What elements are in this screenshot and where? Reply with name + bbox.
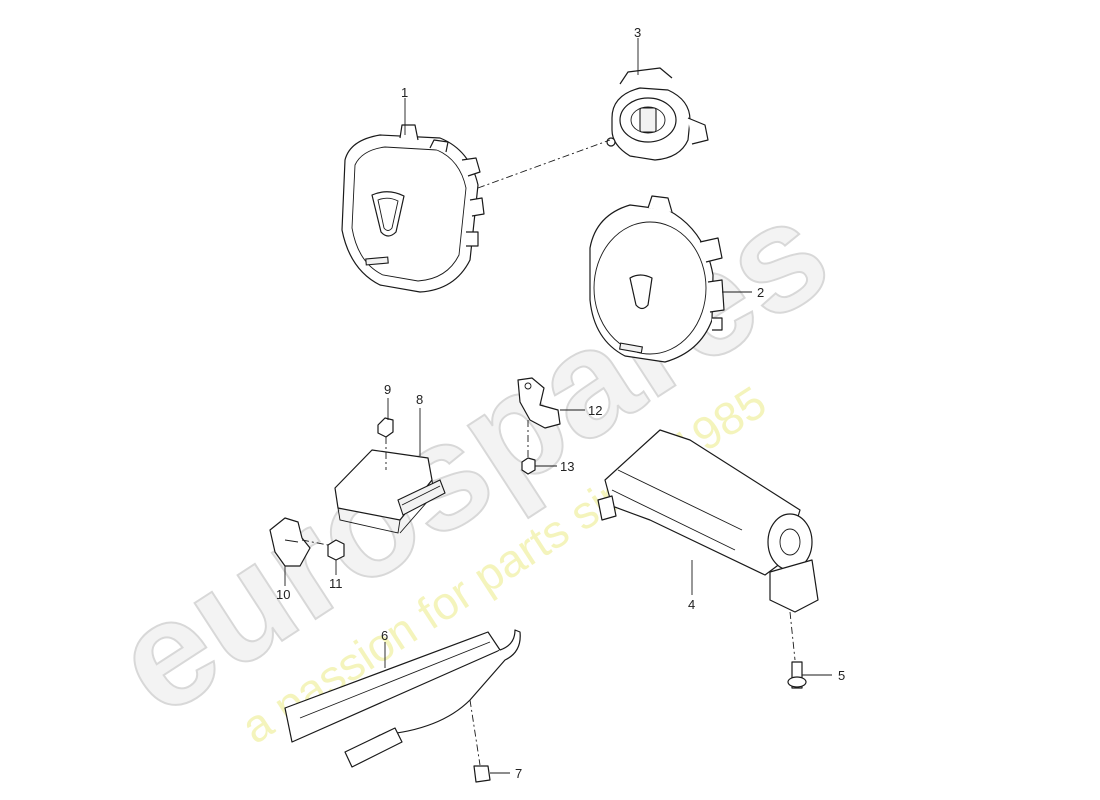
callout-4: 4 xyxy=(688,597,695,612)
part-clock-spring xyxy=(606,67,709,161)
part-passenger-airbag xyxy=(589,195,725,363)
callout-1: 1 xyxy=(401,85,408,100)
part-control-unit xyxy=(334,449,446,534)
callout-6: 6 xyxy=(381,628,388,643)
callout-9: 9 xyxy=(384,382,391,397)
callout-7: 7 xyxy=(515,766,522,781)
callout-11: 11 xyxy=(329,576,343,591)
callout-lines xyxy=(284,38,832,774)
part-nut-11 xyxy=(301,539,345,561)
part-driver-airbag xyxy=(341,124,485,293)
callout-10: 10 xyxy=(276,587,290,602)
part-screw-7 xyxy=(473,765,491,783)
part-gas-generator xyxy=(597,429,819,661)
callout-2: 2 xyxy=(757,285,764,300)
callout-labels: 1 2 3 4 5 6 7 8 9 10 11 12 13 xyxy=(276,25,845,781)
part-nut-9 xyxy=(377,417,394,470)
callout-8: 8 xyxy=(416,392,423,407)
callout-13: 13 xyxy=(560,459,574,474)
part-nut-13 xyxy=(521,420,536,475)
callout-12: 12 xyxy=(588,403,602,418)
part-sensor-10 xyxy=(269,517,311,567)
callout-3: 3 xyxy=(634,25,641,40)
callout-5: 5 xyxy=(838,668,845,683)
dash-1-3 xyxy=(477,139,611,189)
part-curtain-airbag xyxy=(284,629,521,768)
part-sensor-12 xyxy=(517,377,561,429)
part-screw-5 xyxy=(787,661,807,689)
